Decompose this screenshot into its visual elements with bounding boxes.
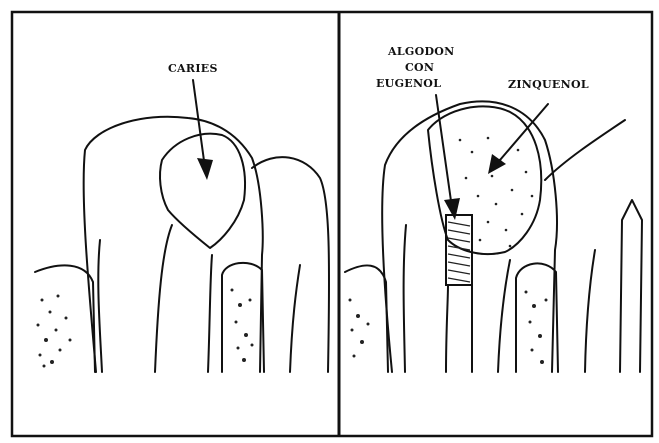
right-adjacent-tooth-top: [545, 120, 625, 180]
left-root-wall-2: [155, 225, 172, 372]
left-root-wall-4: [290, 265, 300, 372]
zinquenol-label: ZINQUENOL: [508, 78, 589, 91]
far-right-root: [620, 200, 642, 372]
caries-arrow-shaft: [193, 80, 205, 168]
figure-frame: [12, 12, 652, 436]
con-label: CON: [405, 61, 434, 74]
right-root-wall-4: [498, 260, 510, 372]
right-root-wall-5: [585, 250, 595, 372]
eugenol-label: EUGENOL: [376, 77, 441, 90]
right-panel: ALGODON CON EUGENOL ZINQUENOL: [345, 45, 642, 372]
right-adjacent-tooth-outline: [345, 265, 388, 372]
filling-stipple: [454, 137, 534, 248]
right-root-wall-1: [404, 225, 406, 372]
left-tooth-crown-outline: [84, 117, 263, 372]
right-root-wall-2: [446, 285, 448, 372]
zinquenol-filling: [428, 106, 541, 254]
caries-arrow-head: [197, 158, 213, 180]
left-root-wall-1: [98, 240, 102, 372]
left-root-wall-3: [208, 255, 212, 372]
algodon-label: ALGODON: [387, 45, 455, 58]
caries-label: CARIES: [168, 62, 218, 75]
right-tooth-crown-outline: [382, 101, 557, 372]
left-inner-root-canal: [222, 263, 264, 372]
cotton-pellet-texture: [448, 222, 470, 282]
left-panel: CARIES: [35, 62, 329, 372]
left-bone-stipple: [37, 289, 254, 368]
cotton-arrow-shaft: [436, 95, 452, 208]
